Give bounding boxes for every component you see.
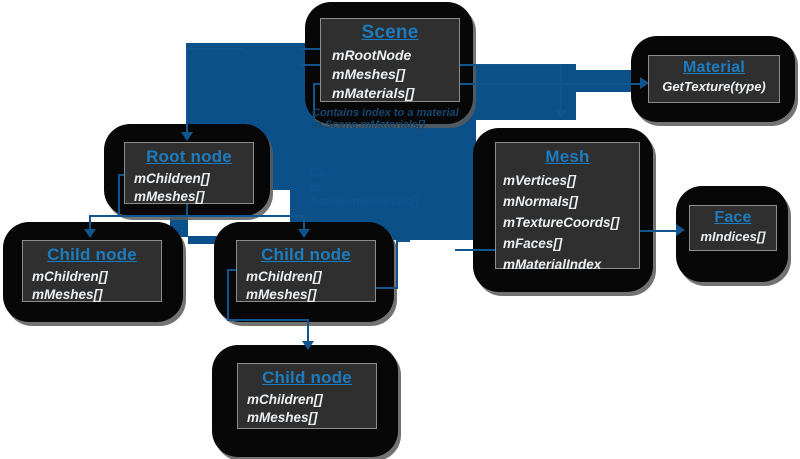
child-node-bottom-fields: mChildren[] mMeshes[] xyxy=(229,391,385,427)
material-index-annotation-ghost: Co to Scene.mMaterials[] xyxy=(310,166,420,208)
edge-scene-mmeshes-in xyxy=(300,64,338,66)
edge-root-child-left-drop xyxy=(89,215,91,231)
arrow-into-face xyxy=(676,224,685,236)
child-node-left-fields: mChildren[] mMeshes[] xyxy=(14,268,170,304)
material-title: Material xyxy=(682,59,746,76)
node-child-node-left[interactable]: Child node mChildren[] mMeshes[] xyxy=(22,240,162,302)
edge-root-children-down xyxy=(118,174,120,215)
mesh-field-mfaces: mFaces[] xyxy=(503,236,563,251)
mesh-field-mvertices: mVertices[] xyxy=(503,173,577,188)
edge-scene-mmeshes-down xyxy=(560,64,562,112)
arrow-into-material xyxy=(640,77,649,89)
node-scene[interactable]: Scene mRootNode mMeshes[] mMaterials[] xyxy=(320,18,460,102)
node-face[interactable]: Face mIndices[] xyxy=(689,205,777,251)
root-node-title: Root node xyxy=(146,147,232,166)
material-index-annotation: Contains index to a material in Scene.mM… xyxy=(312,107,459,131)
edge-materialindex-riser xyxy=(313,83,315,121)
child-node-left-field-mchildren: mChildren[] xyxy=(32,269,108,284)
child-node-left-title: Child node xyxy=(47,245,137,264)
child-node-mid-field-mmeshes: mMeshes[] xyxy=(246,287,317,302)
arrow-into-child-node-mid xyxy=(298,229,310,238)
scene-field-mrootnode: mRootNode xyxy=(332,47,412,63)
node-root-node[interactable]: Root node mChildren[] mMeshes[] xyxy=(124,142,254,204)
blue-backdrop-material-stem xyxy=(560,70,650,92)
node-child-node-bottom[interactable]: Child node mChildren[] mMeshes[] xyxy=(237,363,377,429)
scene-fields: mRootNode mMeshes[] mMaterials[] xyxy=(310,46,470,103)
arrow-into-child-node-left xyxy=(84,229,96,238)
face-title: Face xyxy=(714,209,752,226)
child-node-left-field-mmeshes: mMeshes[] xyxy=(32,287,103,302)
scene-field-mmaterials: mMaterials[] xyxy=(332,85,415,101)
mesh-field-mtexturecoords: mTextureCoords[] xyxy=(503,215,620,230)
child-node-bottom-field-mmeshes: mMeshes[] xyxy=(247,410,318,425)
edge-childmid-children-across xyxy=(227,319,308,321)
edge-root-children-split xyxy=(89,215,305,217)
child-node-mid-fields: mChildren[] mMeshes[] xyxy=(228,268,384,304)
face-field-mindices: mIndices[] xyxy=(700,229,766,244)
child-node-bottom-title: Child node xyxy=(262,368,352,387)
face-fields: mIndices[] xyxy=(690,228,776,245)
edge-scene-mmeshes-out xyxy=(430,64,560,66)
blue-backdrop-mesh-arm xyxy=(410,118,476,240)
node-mesh[interactable]: Mesh mVertices[] mNormals[] mTextureCoor… xyxy=(495,142,640,272)
blue-backdrop-stub-mid xyxy=(188,236,220,244)
mesh-field-mmaterialindex: mMaterialIndex xyxy=(503,257,602,272)
edge-root-child-mid-drop xyxy=(303,215,305,231)
mesh-title: Mesh xyxy=(545,147,590,166)
mesh-field-mnormals: mNormals[] xyxy=(503,194,579,209)
edge-mesh-materialindex xyxy=(455,249,510,251)
edge-childmid-mmeshes-up xyxy=(396,240,398,289)
node-child-node-mid[interactable]: Child node mChildren[] mMeshes[] xyxy=(236,240,376,302)
mesh-fields: mVertices[] mNormals[] mTextureCoords[] … xyxy=(489,170,646,275)
child-node-mid-field-mchildren: mChildren[] xyxy=(246,269,322,284)
edge-childmid-children-down xyxy=(227,269,229,319)
root-node-fields: mChildren[] mMeshes[] xyxy=(116,170,262,206)
material-field-gettexture: GetTexture(type) xyxy=(662,79,766,94)
root-node-field-mchildren: mChildren[] xyxy=(134,171,210,186)
node-material[interactable]: Material GetTexture(type) xyxy=(648,55,780,103)
child-node-mid-title: Child node xyxy=(261,245,351,264)
scene-field-mmeshes: mMeshes[] xyxy=(332,66,406,82)
edge-rootnode-drop xyxy=(186,118,188,134)
edge-scene-rootnode-h2 xyxy=(186,48,246,50)
edge-childmid-mmeshes-top xyxy=(396,240,410,242)
root-node-field-mmeshes: mMeshes[] xyxy=(134,189,205,204)
scene-title: Scene xyxy=(361,22,419,43)
arrow-into-child-node-bottom xyxy=(302,341,314,350)
edge-scene-mmaterials-out xyxy=(444,83,640,85)
material-fields: GetTexture(type) xyxy=(649,78,779,95)
edge-scene-rootnode-v xyxy=(186,48,188,124)
arrow-into-mesh xyxy=(555,110,567,119)
child-node-bottom-field-mchildren: mChildren[] xyxy=(247,392,323,407)
edge-childmid-children-drop xyxy=(307,319,309,343)
arrow-into-root-node xyxy=(181,132,193,141)
ghost-text-occluder xyxy=(327,166,382,196)
